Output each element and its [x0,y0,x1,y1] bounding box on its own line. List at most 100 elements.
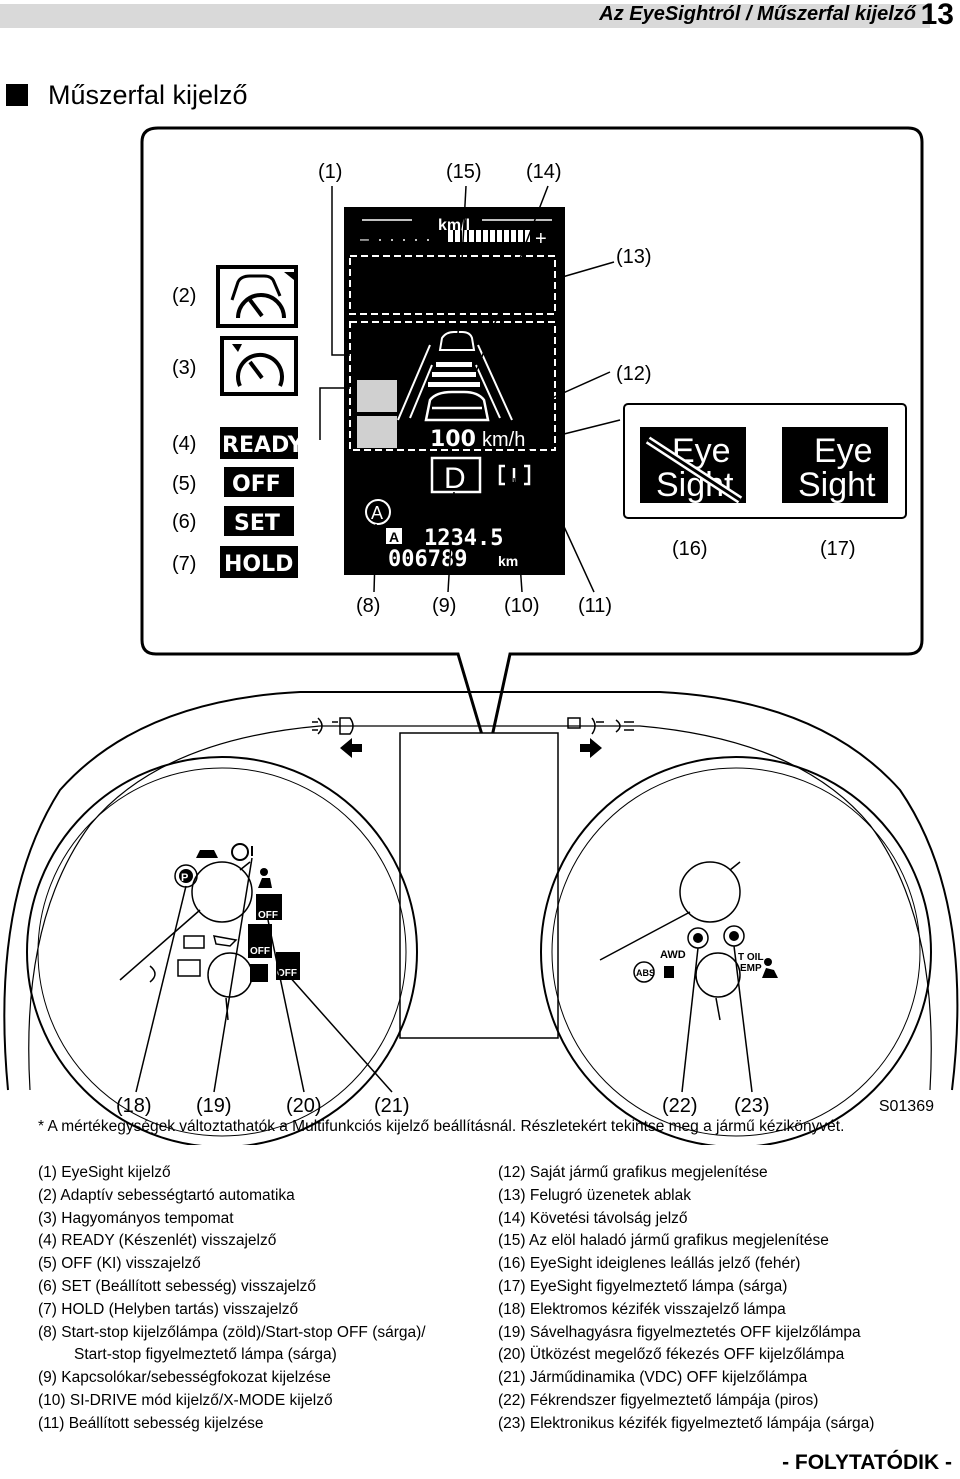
hold-indicator-bg [220,546,298,578]
callout-11: (11) [578,595,612,617]
engine-check-icon [177,959,201,977]
lead-vehicle-icon [438,331,476,351]
off-indicator: OFF [232,472,281,497]
cluster-housing [3,691,959,1091]
left-gauge [26,756,418,1145]
svg-text:OFF: OFF [250,946,270,957]
oil-pressure-icon [212,935,238,947]
legend-item: (6) SET (Beállított sebesség) visszajelz… [38,1277,316,1295]
right-gauge [540,756,932,1145]
off-indicator-bg [224,467,294,497]
door-open-icon [250,964,268,982]
legend-item: (11) Beállított sebesség kijelzése [38,1414,264,1432]
legend-item: (21) Járműdinamika (VDC) OFF kijelzőlámp… [498,1369,808,1387]
callout-6: (6) [172,511,196,533]
callout-10: (10) [504,595,540,617]
callout-1: (1) [318,161,342,183]
hold-indicator: HOLD [224,552,293,577]
set-indicator-bg [224,506,294,536]
legend-item: (7) HOLD (Helyben tartás) visszajelző [38,1300,299,1318]
section-marker-icon [6,84,28,106]
callout-8: (8) [356,595,380,617]
airbag-icon [762,958,778,978]
instrument-cluster-diagram: km/l – + 100 km/h D [3,126,959,1145]
odometer-value: 006789 [388,547,467,572]
svg-text:OFF: OFF [277,968,297,979]
odometer-unit: km [498,553,518,569]
legend-item: (23) Elektronikus kézifék figyelmeztető … [498,1414,875,1432]
battery-icon [183,935,205,949]
legend-item: (5) OFF (KI) visszajelző [38,1255,201,1273]
electric-parking-brake-icon: P [174,864,198,888]
trip-value: 1234.5 [424,526,503,551]
legend-item: (4) READY (Készenlét) visszajelző [38,1232,277,1250]
lane-departure-off-icon: OFF [256,894,282,921]
legend-item: (14) Követési távolság jelző [498,1209,688,1227]
continue-label: - FOLYTATÓDIK - [782,1451,952,1474]
callout-21: (21) [374,1095,410,1117]
indicator-slot-lower [357,416,397,448]
oil-temp-label-1: T OIL [738,952,764,963]
fog-light-icon [312,717,354,735]
popup-window [349,255,556,315]
plus-label: + [535,228,547,250]
legend-item: (8) Start-stop kijelzőlámpa (zöld)/Start… [38,1323,426,1341]
unit-top-label: km/l [438,217,470,234]
header-title: Az EyeSightról / Műszerfal kijelző [599,3,916,25]
eyesight-area [349,321,556,451]
legend-item: (9) Kapcsolókar/sebességfokozat kijelzés… [38,1369,331,1387]
header-band [0,4,930,28]
svg-text:Eye: Eye [814,432,873,470]
callout-18: (18) [116,1095,152,1117]
set-speed-value: 100 [430,427,476,452]
fuel-icon [664,966,674,978]
svg-text:ABS: ABS [636,968,655,978]
turn-signal-right-icon [580,738,602,758]
svg-text:A: A [371,503,383,523]
legend-item: (3) Hagyományos tempomat [38,1209,234,1227]
callout-5: (5) [172,473,196,495]
legend-item: (10) SI-DRIVE mód kijelző/X-MODE kijelző [38,1391,333,1409]
page-number: 13 [920,0,954,31]
section-title: Műszerfal kijelző [48,80,248,110]
right-warning-icons [567,717,634,735]
legend-item: (22) Fékrendszer figyelmeztető lámpája (… [498,1391,819,1409]
callout-12: (12) [616,363,652,385]
callout-17: (17) [820,538,856,560]
set-indicator: SET [234,511,280,536]
callout-13: (13) [616,246,652,268]
left-gauge-hub [191,861,253,923]
pre-collision-off-icon: OFF [248,924,272,958]
gear-position: D [444,462,466,495]
eyesight-brake-icon [231,843,253,861]
start-stop-icon [365,499,391,525]
ready-indicator: READY [222,433,305,458]
callout-19: (19) [196,1095,232,1117]
electronic-parking-brake-warning-icon [723,925,745,947]
svg-text:Sight: Sight [798,466,876,504]
legend-item: (19) Sávelhagyásra figyelmeztetés OFF ki… [498,1323,861,1341]
brake-warning-icon [687,927,709,949]
following-distance-bars [428,362,480,387]
awd-label: AWD [660,949,686,961]
right-gauge-hub [679,861,741,923]
own-vehicle-icon [424,390,490,422]
callout-20: (20) [286,1095,322,1117]
minus-label: – [360,231,369,248]
legend-item: (15) Az elöl haladó jármű grafikus megje… [498,1232,829,1250]
footnote: * A mértékegységek változtathatók a Mult… [38,1118,845,1135]
headlight-level-icon [149,965,156,983]
callout-15: (15) [446,161,482,183]
ready-indicator-bg [220,427,298,459]
oil-temp-label-2: EMP [740,963,762,974]
fuel-economy-bar [379,230,530,242]
callout-7: (7) [172,553,196,575]
legend-item: (13) Felugró üzenetek ablak [498,1186,692,1204]
legend-item: (1) EyeSight kijelző [38,1164,171,1181]
callout-14: (14) [526,161,562,183]
callout-22: (22) [662,1095,698,1117]
callout-16: (16) [672,538,708,560]
figure-code: S01369 [878,1098,934,1115]
svg-text:P: P [181,872,188,884]
seatbelt-icon [258,868,272,888]
